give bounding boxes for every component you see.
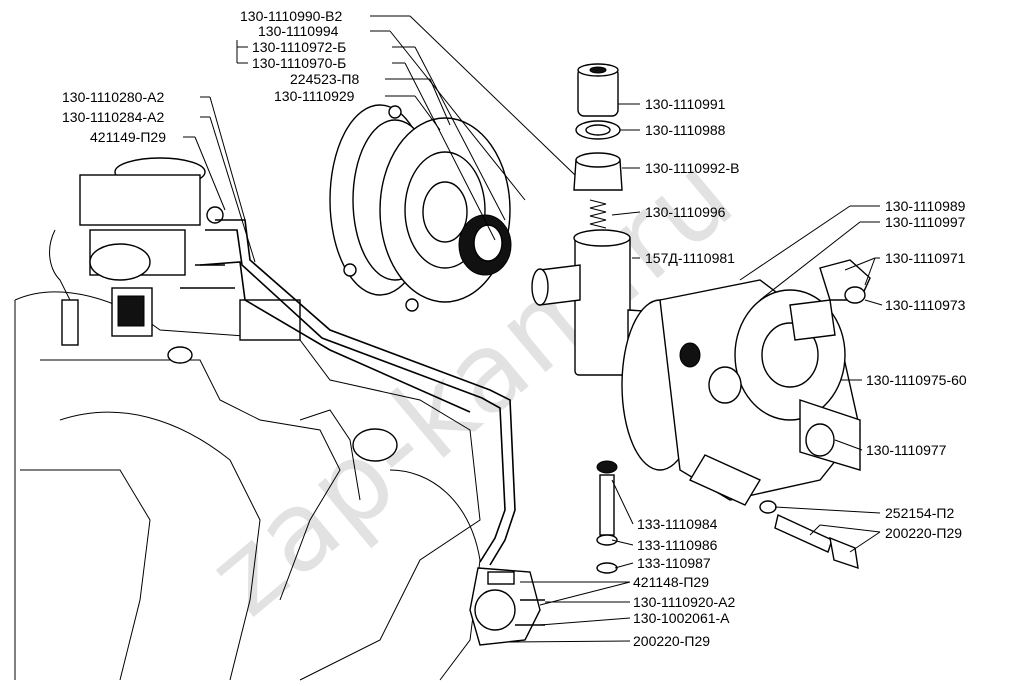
engine-block [14,291,481,681]
label-133-1110986: 133-1110986 [637,537,718,553]
label-252154-P2: 252154-П2 [885,505,954,521]
label-130-1110990-V2: 130-1110990-В2 [240,8,342,24]
label-133-1110984: 133-1110984 [637,516,718,532]
label-157D-1110981: 157Д-1110981 [645,250,735,266]
label-130-1110992-V: 130-1110992-В [645,160,739,176]
label-130-1110988: 130-1110988 [645,122,726,138]
label-130-1002061-A: 130-1002061-А [633,610,730,626]
valve-stack [573,63,623,229]
label-130-1110996: 130-1110996 [645,204,726,220]
engine-boss [352,428,398,462]
label-130-1110970-B: 130-1110970-Б [252,55,346,71]
label-421149-P29: 421149-П29 [90,129,166,145]
vacuum-chamber [469,567,545,646]
label-130-1110284-A2: 130-1110284-А2 [62,109,164,125]
label-130-1110991: 130-1110991 [645,96,726,112]
label-130-1110973: 130-1110973 [885,297,966,313]
label-224523-P8: 224523-П8 [290,71,359,87]
engine-port [239,299,301,341]
label-130-1110971: 130-1110971 [885,250,966,266]
pipe-lines [199,219,516,566]
label-133-110987: 133-110987 [637,555,711,571]
regulator-housing [621,279,861,506]
label-130-1110989: 130-1110989 [885,198,966,214]
label-130-1110997: 130-1110997 [885,214,966,230]
label-130-1110994: 130-1110994 [258,23,339,39]
label-130-1110929: 130-1110929 [274,88,355,104]
carburetor [49,157,235,346]
label-130-1110975-60: 130-1110975-60 [866,372,967,388]
engine-bolt [167,346,193,364]
label-130-1110920-A2: 130-1110920-А2 [633,594,735,610]
part-labels: 130-1110990-В2 130-1110994 130-1110972-Б… [62,8,967,649]
leader-lines [183,15,883,643]
label-200220-P29-bottom: 200220-П29 [633,633,710,649]
screw-washers [596,460,618,574]
label-130-1110972-B: 130-1110972-Б [252,39,346,55]
label-421148-P29: 421148-П29 [633,574,709,590]
label-130-1110977: 130-1110977 [866,442,947,458]
label-200220-P29-right: 200220-П29 [885,525,962,541]
fitting-group [819,259,871,304]
label-130-1110280-A2: 130-1110280-А2 [62,89,164,105]
sensor-housing [329,104,512,312]
